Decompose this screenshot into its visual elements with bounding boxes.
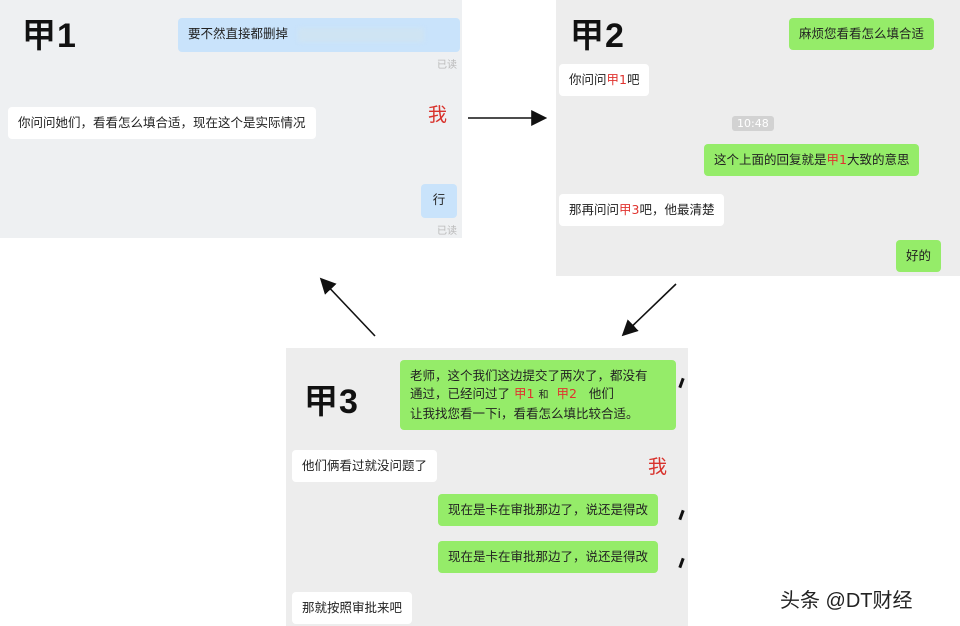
message-bubble[interactable]: 你问问她们，看看怎么填合适，现在这个是实际情况 xyxy=(8,107,316,139)
message-text: 让我找您看一下i，看看怎么填比较合适。 xyxy=(410,406,639,421)
highlight-name: 甲3 xyxy=(619,202,640,217)
message-bubble[interactable]: 那就按照审批来吧 xyxy=(292,592,413,624)
panel-title: 甲2 xyxy=(570,17,625,55)
read-status: 已读 xyxy=(437,60,457,71)
message-text: 现在是卡在审批那边了，说还是得改 xyxy=(448,502,649,517)
me-label: 我 xyxy=(648,456,668,478)
timestamp: 10:48 xyxy=(732,116,774,131)
arrow-up-left xyxy=(319,277,376,337)
message-bubble[interactable]: 麻烦您看看怎么填合适 xyxy=(789,18,935,50)
message-text: 你问问她们，看看怎么填合适，现在这个是实际情况 xyxy=(18,115,306,130)
message-text: 他们俩看过就没问题了 xyxy=(302,458,428,473)
message-text: 和 xyxy=(538,390,549,401)
message-text: 那再问问 xyxy=(569,202,620,217)
highlight-name: 甲1 xyxy=(606,72,627,87)
message-text: 行 xyxy=(432,192,446,207)
message-bubble[interactable]: 现在是卡在审批那边了，说还是得改 xyxy=(438,494,659,526)
message-bubble[interactable]: 行 xyxy=(421,184,457,218)
message-bubble[interactable]: 他们俩看过就没问题了 xyxy=(292,450,438,482)
message-text: 现在是卡在审批那边了，说还是得改 xyxy=(448,549,649,564)
message-text: 那就按照审批来吧 xyxy=(302,600,403,615)
redacted-text xyxy=(298,27,424,42)
read-status: 已读 xyxy=(437,226,457,237)
message-bubble[interactable]: 你问问甲1吧 xyxy=(559,64,650,96)
message-text: 大致的意思 xyxy=(846,152,910,167)
message-bubble[interactable]: 这个上面的回复就是甲1大致的意思 xyxy=(704,144,920,176)
message-text: 这个上面的回复就是 xyxy=(714,152,827,167)
message-text: 吧 xyxy=(626,72,640,87)
highlight-name: 甲2 xyxy=(556,386,577,401)
chat-panel-1: 甲1 要不然直接都删掉 已读 你问问她们，看看怎么填合适，现在这个是实际情况 我… xyxy=(0,0,462,238)
message-bubble[interactable]: 那再问问甲3吧，他最清楚 xyxy=(559,194,725,226)
message-bubble[interactable]: 现在是卡在审批那边了，说还是得改 xyxy=(438,541,659,573)
me-label: 我 xyxy=(428,104,448,126)
highlight-name: 甲1 xyxy=(514,386,535,401)
message-bubble[interactable]: 好的 xyxy=(896,240,942,272)
message-text: 要不然直接都删掉 xyxy=(188,26,289,41)
panel-title: 甲1 xyxy=(22,17,77,55)
message-text: 你问问 xyxy=(569,72,607,87)
message-text: 通过，已经问过了 xyxy=(410,386,511,401)
panel-title: 甲3 xyxy=(304,383,359,421)
message-text: 好的 xyxy=(906,248,932,263)
message-bubble[interactable]: 要不然直接都删掉 xyxy=(178,18,460,52)
message-text: 他们 xyxy=(588,386,614,401)
message-text: 老师，这个我们这边提交了两次了，都没有 xyxy=(410,368,648,383)
arrow-down-left xyxy=(621,283,677,337)
watermark: 头条 @DT财经 xyxy=(780,590,913,612)
highlight-name: 甲1 xyxy=(826,152,847,167)
chat-panel-2: 甲2 麻烦您看看怎么填合适 你问问甲1吧 10:48 这个上面的回复就是甲1大致… xyxy=(556,0,960,276)
message-text: 吧，他最清楚 xyxy=(639,202,715,217)
message-text: 麻烦您看看怎么填合适 xyxy=(799,26,925,41)
